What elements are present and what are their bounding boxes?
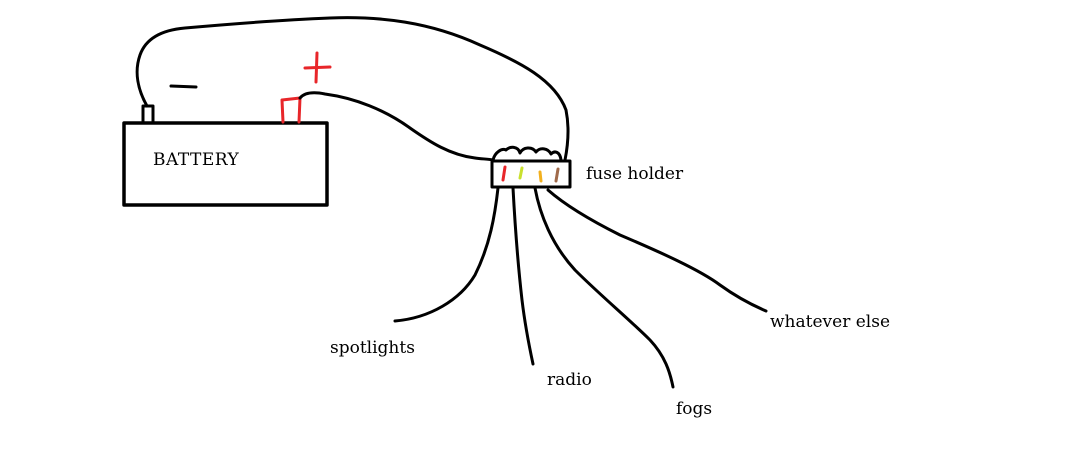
spotlights-wire — [393, 186, 500, 323]
fuse-4 — [554, 167, 560, 183]
fuse-2 — [518, 166, 524, 180]
ground-wire — [135, 16, 570, 162]
whatever-else-wire — [546, 188, 768, 313]
positive-wire — [298, 91, 495, 162]
negative-terminal — [141, 104, 155, 124]
radio-label: radio — [547, 370, 592, 390]
fuse-holder-label: fuse holder — [586, 164, 684, 184]
fogs-wire — [533, 186, 675, 389]
fuse-3 — [538, 170, 543, 183]
fogs-label: fogs — [676, 399, 713, 419]
fuse-1 — [501, 165, 507, 182]
radio-wire — [511, 186, 535, 366]
fuse-holder-top — [491, 145, 563, 162]
positive-terminal — [280, 96, 302, 124]
whatever-else-label: whatever else — [770, 312, 891, 332]
battery-label: BATTERY — [153, 150, 240, 170]
battery-box — [122, 121, 329, 207]
spotlights-label: spotlights — [330, 338, 415, 358]
positive-sign — [303, 51, 332, 84]
negative-sign — [169, 84, 198, 89]
